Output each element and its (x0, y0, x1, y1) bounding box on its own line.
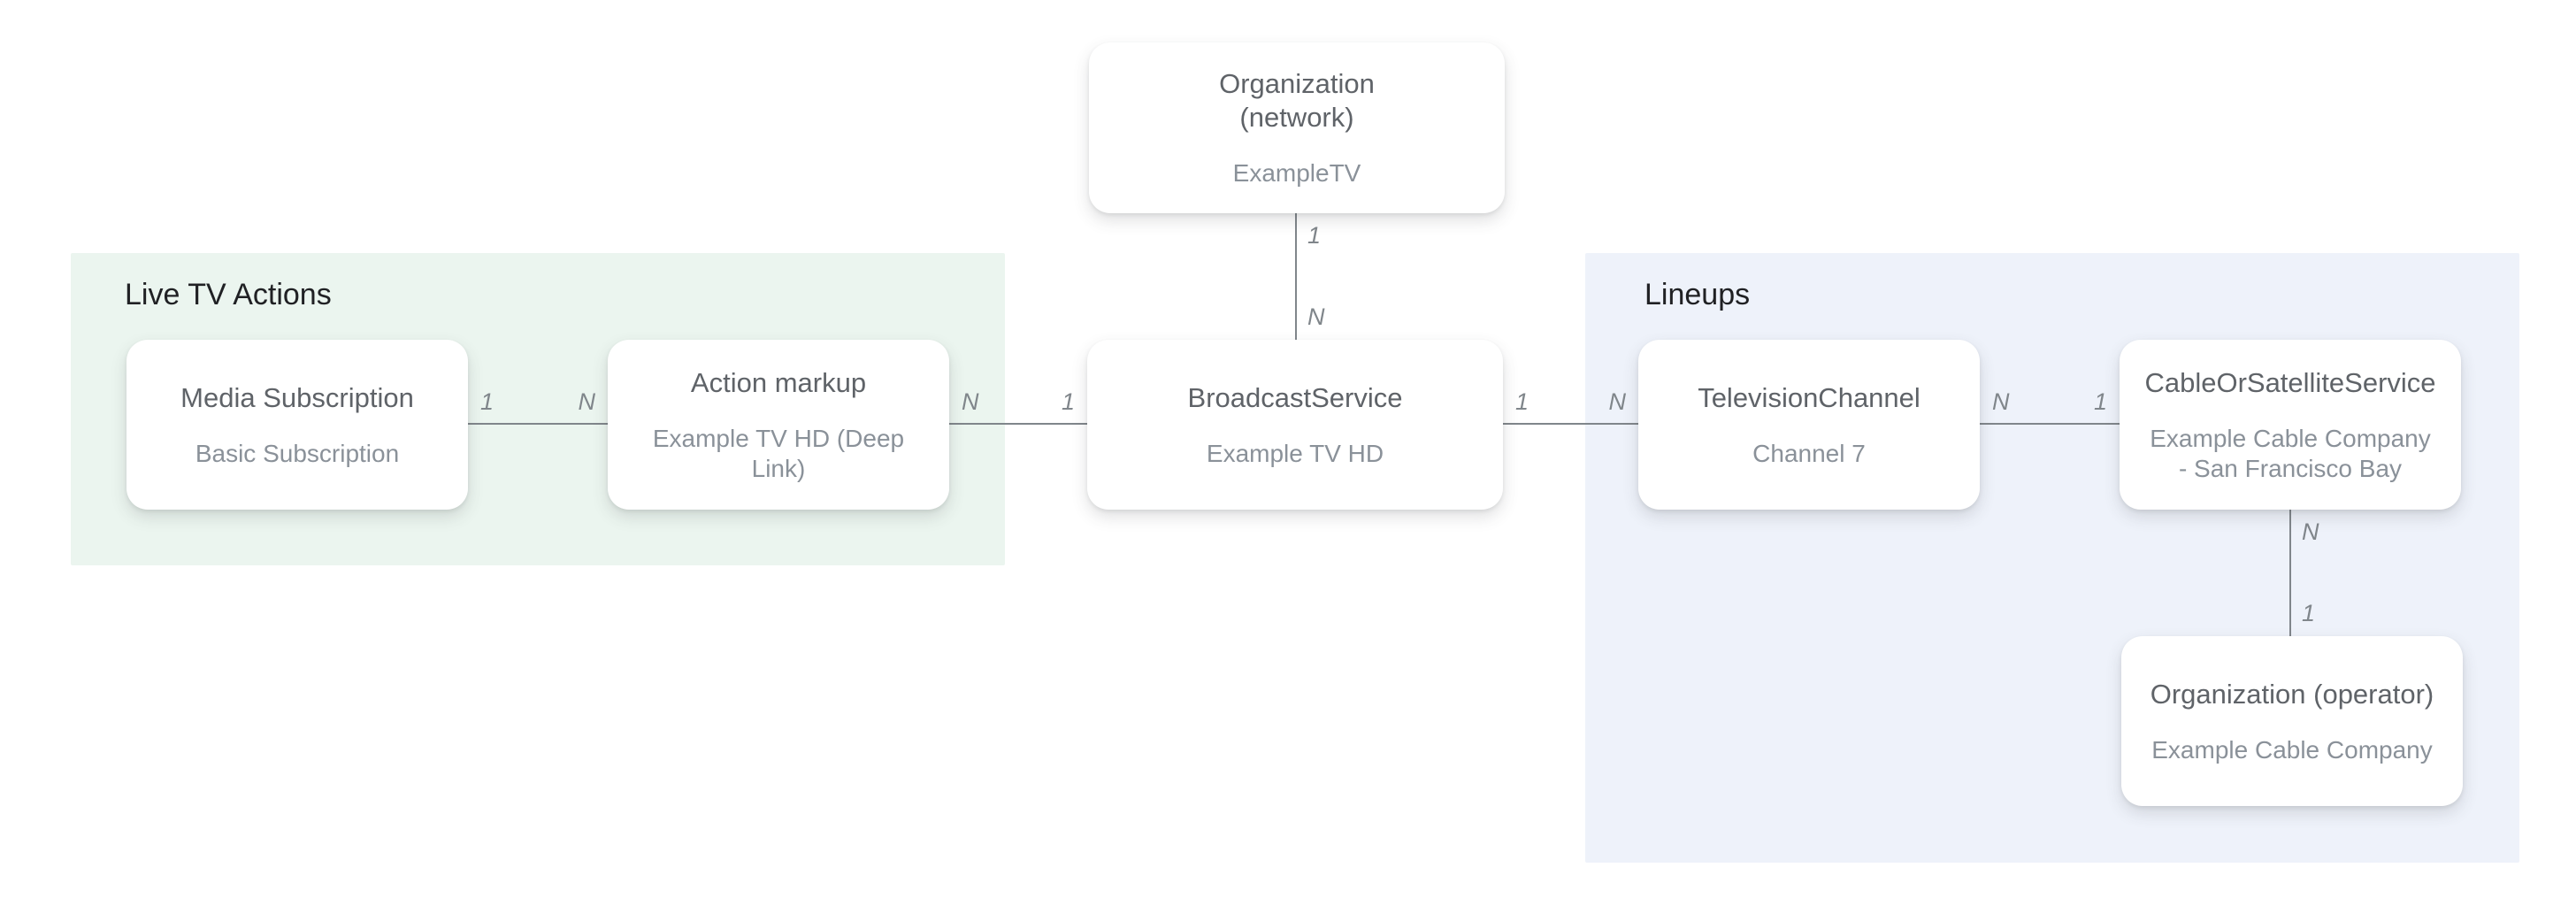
cardinality-label: 1 (2093, 388, 2107, 415)
edge-media-subscription-to-action-markup: 1 N (468, 388, 608, 425)
node-title: TelevisionChannel (1698, 381, 1920, 413)
node-organization-network: Organization (network) ExampleTV (1089, 42, 1505, 213)
node-title: Organization (operator) (2150, 678, 2434, 710)
node-cable-or-satellite-service: CableOrSatelliteService Example Cable Co… (2120, 340, 2461, 510)
cardinality-label: 1 (1307, 222, 1322, 249)
node-title: Action markup (690, 366, 867, 398)
edge-org-network-to-broadcast-service: 1 N (1295, 213, 1334, 340)
cardinality-label: N (2302, 518, 2319, 545)
edge-television-channel-to-cable-service: N 1 (1980, 388, 2120, 425)
node-television-channel: TelevisionChannel Channel 7 (1638, 340, 1980, 510)
cardinality-label: 1 (1061, 388, 1075, 415)
cardinality-label: 1 (1515, 388, 1530, 415)
edge-broadcast-service-to-television-channel: 1 N (1503, 388, 1638, 425)
node-subtitle: Example TV HD (1206, 439, 1384, 467)
node-subtitle: Example Cable Company (2151, 735, 2433, 764)
node-subtitle: Basic Subscription (195, 439, 400, 467)
region-title-live-tv-actions: Live TV Actions (125, 278, 332, 311)
node-media-subscription: Media Subscription Basic Subscription (126, 340, 468, 510)
node-subtitle: Example TV HD (Deep Link) (652, 424, 905, 482)
cardinality-label: 1 (2302, 600, 2316, 626)
node-subtitle: Example Cable Company - San Francisco Ba… (2150, 424, 2431, 482)
node-title: Organization (network) (1219, 68, 1375, 133)
node-title: Media Subscription (180, 381, 414, 413)
cardinality-label: N (1307, 303, 1325, 330)
node-title: CableOrSatelliteService (2144, 366, 2436, 398)
edge-action-markup-to-broadcast-service: N 1 (949, 388, 1087, 425)
cardinality-label: N (1608, 388, 1627, 415)
cardinality-label: N (1992, 388, 2010, 415)
region-title-lineups: Lineups (1644, 278, 1751, 311)
node-subtitle: Channel 7 (1752, 439, 1866, 467)
cardinality-label: N (962, 388, 979, 415)
node-organization-operator: Organization (operator) Example Cable Co… (2121, 636, 2463, 806)
cardinality-label: N (578, 388, 596, 415)
node-title: BroadcastService (1187, 381, 1403, 413)
edge-cable-service-to-org-operator: N 1 (2289, 510, 2328, 636)
cardinality-label: 1 (480, 388, 494, 415)
node-broadcast-service: BroadcastService Example TV HD (1087, 340, 1503, 510)
node-subtitle: ExampleTV (1232, 159, 1361, 187)
node-action-markup: Action markup Example TV HD (Deep Link) (608, 340, 949, 510)
